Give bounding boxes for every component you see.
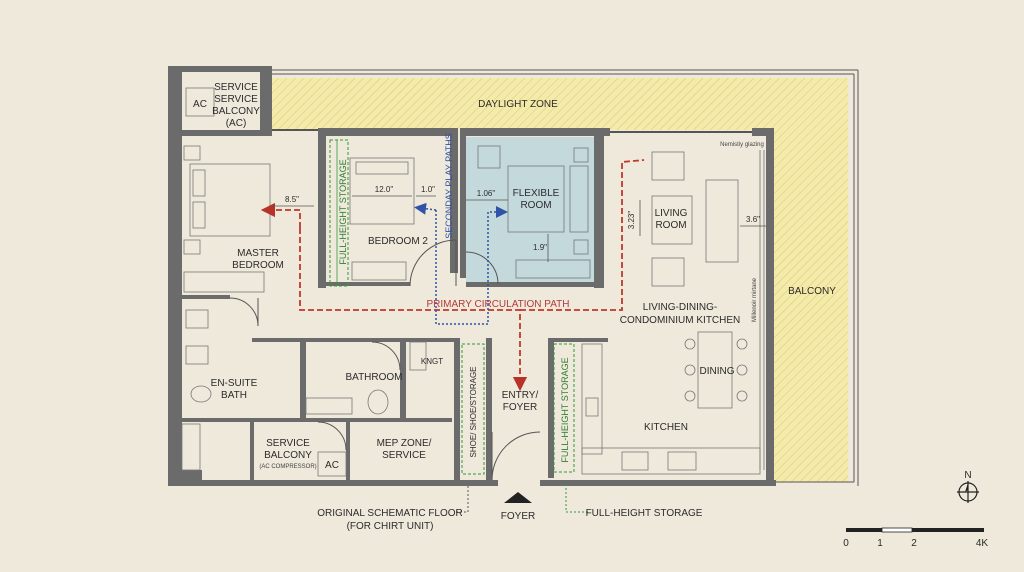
label-master-bedroom-1: MASTER bbox=[237, 248, 279, 259]
north-compass-icon: N bbox=[957, 470, 979, 503]
label-bedroom2: BEDROOM 2 bbox=[368, 236, 428, 247]
dim-flex-width: 1.06" bbox=[477, 189, 496, 198]
dim-bed2-width: 12.0" bbox=[375, 185, 394, 194]
label-dining: DINING bbox=[700, 366, 735, 377]
label-primary-circulation: PRIMARY CIRCULATION PATH bbox=[427, 299, 570, 310]
note-glazing: Nemistiy glazing bbox=[720, 142, 764, 148]
storage-markers bbox=[329, 139, 575, 475]
label-mep-1: MEP ZONE/ bbox=[377, 438, 432, 449]
scale-tick-4k: 4K bbox=[976, 538, 989, 549]
scale-tick-0: 0 bbox=[843, 538, 849, 549]
label-flexible-room-2: ROOM bbox=[520, 200, 551, 211]
label-ac-bottom: AC bbox=[325, 460, 339, 471]
label-bathroom: BATHROOM bbox=[345, 372, 402, 383]
bathroom-fixtures bbox=[181, 309, 427, 471]
foyer-arrow-icon bbox=[504, 492, 532, 503]
dim-living-horizontal: 3.6" bbox=[746, 215, 760, 224]
storage-labels: FULL-HEIGHT STORAGE SHOE/ SHOE/STORAGE F… bbox=[338, 159, 570, 462]
label-service-balcony-top-4: (AC) bbox=[226, 118, 247, 129]
dimension-labels: 8.5" 12.0" 1.0" 1.06" 1.9" 3.23" 3.6" bbox=[285, 185, 760, 252]
label-service-balcony-bottom-2: BALCONY bbox=[264, 450, 312, 461]
flexible-room-fill bbox=[466, 137, 594, 285]
dim-bed2-small: 1.0" bbox=[421, 185, 435, 194]
label-entry-2: FOYER bbox=[503, 402, 537, 413]
window-glazing bbox=[759, 150, 765, 470]
dim-flex-height: 1.9" bbox=[533, 243, 547, 252]
label-balcony: BALCONY bbox=[788, 286, 836, 297]
ac-units bbox=[185, 87, 347, 477]
scale-bar: 0 1 2 4K bbox=[843, 527, 989, 549]
exterior-walls bbox=[168, 66, 776, 486]
bottom-callouts: ORIGINAL SCHEMATIC FLOOR (FOR CHIRT UNIT… bbox=[317, 484, 703, 532]
label-service-balcony-top-2: SERVICE bbox=[214, 94, 258, 105]
label-ac-top: AC bbox=[193, 99, 207, 110]
label-living-room-1: LIVING bbox=[655, 208, 688, 219]
label-service-balcony-top-1: SERVICE bbox=[214, 82, 258, 93]
compass-north-label: N bbox=[964, 470, 971, 481]
dining-table bbox=[684, 331, 748, 409]
label-living-room-2: ROOM bbox=[655, 220, 686, 231]
bedroom2-bed bbox=[349, 157, 415, 281]
label-daylight-zone: DAYLIGHT ZONE bbox=[478, 99, 558, 110]
label-service-balcony-bottom-3: (AC COMPRESSOR) bbox=[259, 464, 316, 470]
daylight-zone bbox=[272, 69, 859, 486]
label-mep-2: SERVICE bbox=[382, 450, 426, 461]
label-full-height-storage-right: FULL-HEIGHT STORAGE bbox=[560, 357, 570, 462]
label-ensuite-1: EN-SUITE bbox=[211, 378, 258, 389]
label-service-balcony-bottom-1: SERVICE bbox=[266, 438, 310, 449]
interior-walls bbox=[182, 128, 752, 480]
callout-foyer: FOYER bbox=[501, 511, 535, 522]
note-glazing-side: Millenoir mirtane bbox=[752, 277, 758, 322]
dimension-lines bbox=[272, 195, 766, 262]
room-labels: DAYLIGHT ZONE SERVICE SERVICE BALCONY (A… bbox=[193, 82, 836, 471]
callout-original-1: ORIGINAL SCHEMATIC FLOOR bbox=[317, 508, 463, 519]
label-living-dining-1: LIVING-DINING- bbox=[643, 302, 717, 313]
scale-tick-1: 1 bbox=[877, 538, 883, 549]
label-kitchen: KITCHEN bbox=[644, 422, 688, 433]
label-service-balcony-top-3: BALCONY bbox=[212, 106, 260, 117]
label-kngt: KNGT bbox=[421, 357, 443, 366]
master-bed bbox=[183, 145, 271, 293]
flex-room-furniture bbox=[477, 145, 591, 279]
dim-living-vertical: 3.23" bbox=[627, 211, 636, 230]
callout-original-2: (FOR CHIRT UNIT) bbox=[347, 521, 434, 532]
living-furniture bbox=[651, 151, 739, 287]
primary-circulation-path bbox=[260, 159, 645, 392]
label-full-height-storage-left: FULL-HEIGHT STORAGE bbox=[338, 159, 348, 264]
label-living-dining-2: CONDOMINIUM KITCHEN bbox=[620, 315, 741, 326]
dim-master: 8.5" bbox=[285, 195, 299, 204]
scale-tick-2: 2 bbox=[911, 538, 917, 549]
label-entry-1: ENTRY/ bbox=[502, 390, 539, 401]
label-secondary-paths: SECONDAY PLAY PATHS bbox=[444, 133, 454, 239]
label-shoe-storage: SHOE/ SHOE/STORAGE bbox=[469, 367, 478, 458]
label-master-bedroom-2: BEDROOM bbox=[232, 260, 284, 271]
secondary-play-paths bbox=[414, 202, 508, 325]
kitchen-counter bbox=[581, 343, 761, 475]
label-ensuite-2: BATH bbox=[221, 390, 247, 401]
callout-full-height-storage: FULL-HEIGHT STORAGE bbox=[586, 508, 703, 519]
label-flexible-room-1: FLEXIBLE bbox=[513, 188, 560, 199]
